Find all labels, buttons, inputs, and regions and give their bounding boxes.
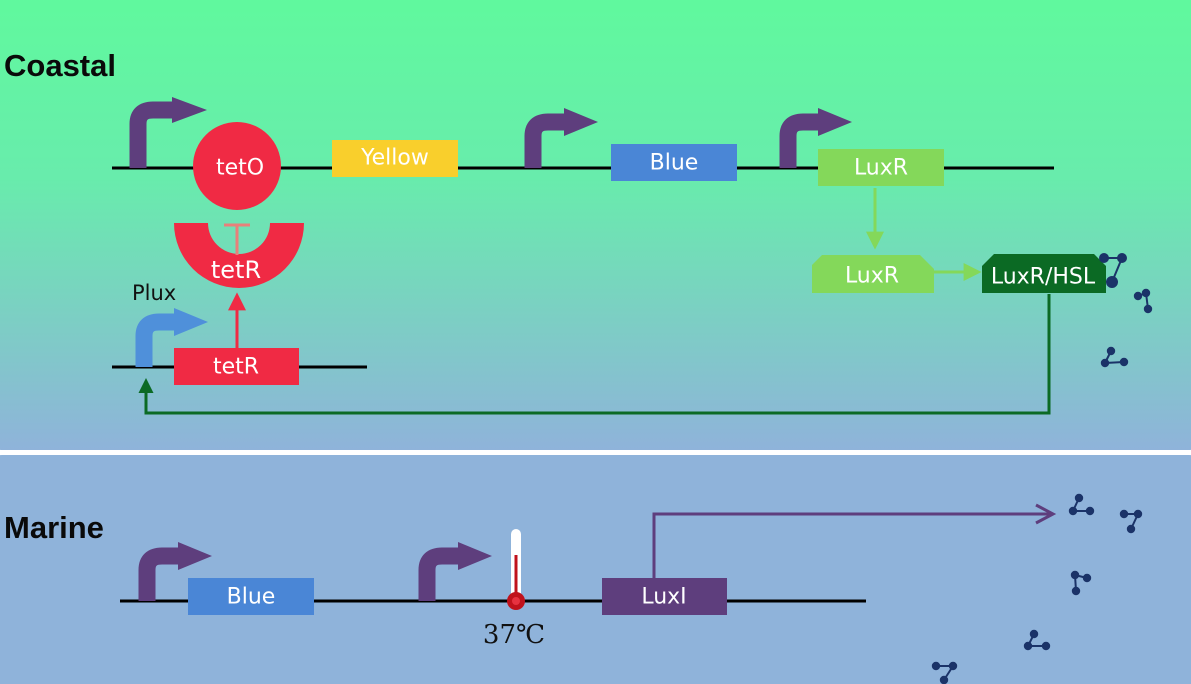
blue-gene-marine-label: Blue bbox=[227, 585, 276, 610]
hsl-molecule-icon bbox=[1099, 253, 1127, 288]
activation-feedback-arrow bbox=[138, 294, 1051, 415]
luxr-protein: LuxR bbox=[812, 255, 934, 293]
luxr-hsl-label: LuxR/HSL bbox=[991, 265, 1096, 290]
tetr-repressor: tetR bbox=[174, 223, 304, 288]
teto-operator: tetO bbox=[193, 122, 281, 210]
luxr-hsl-complex: LuxR/HSL bbox=[982, 254, 1106, 293]
luxr-gene: LuxR bbox=[818, 149, 944, 186]
plux-label: Plux bbox=[132, 281, 176, 305]
coastal-panel bbox=[0, 0, 1191, 450]
hsl-molecule-icon bbox=[1100, 346, 1129, 368]
promoter-arrow-icon bbox=[129, 97, 207, 168]
hsl-molecule-icon bbox=[1119, 509, 1143, 534]
hsl-production-arrow bbox=[652, 503, 1057, 578]
thermometer-icon bbox=[507, 529, 525, 610]
luxr-protein-label: LuxR bbox=[845, 264, 899, 289]
luxr-gene-label: LuxR bbox=[854, 156, 908, 181]
yellow-gene: Yellow bbox=[332, 140, 458, 177]
marine-title: Marine bbox=[4, 510, 104, 545]
hsl-molecule-icon bbox=[1068, 493, 1095, 516]
tetr-gene: tetR bbox=[174, 348, 299, 385]
blue-gene-coastal: Blue bbox=[611, 144, 737, 181]
hsl-molecule-icon bbox=[1133, 288, 1153, 314]
teto-label: tetO bbox=[216, 156, 264, 181]
plux-promoter-arrow-icon bbox=[135, 308, 208, 367]
blue-gene-coastal-label: Blue bbox=[650, 151, 699, 176]
hsl-molecule-icon bbox=[1070, 570, 1092, 596]
yellow-gene-label: Yellow bbox=[360, 146, 429, 171]
hsl-molecule-icon bbox=[1023, 629, 1051, 651]
promoter-arrow-icon bbox=[138, 542, 212, 601]
promoter-arrow-icon bbox=[779, 108, 852, 168]
luxi-gene-label: LuxI bbox=[641, 585, 686, 610]
temperature-label: 37℃ bbox=[483, 620, 545, 650]
blue-gene-marine: Blue bbox=[188, 578, 314, 615]
luxi-gene: LuxI bbox=[602, 578, 727, 615]
promoter-arrow-icon bbox=[524, 108, 598, 168]
promoter-arrow-icon bbox=[418, 542, 492, 601]
marine-panel bbox=[0, 455, 1191, 684]
tetr-gene-label: tetR bbox=[213, 355, 259, 380]
coastal-title: Coastal bbox=[4, 48, 116, 83]
hsl-molecule-icon bbox=[931, 661, 958, 684]
tetr-protein-label: tetR bbox=[211, 256, 261, 284]
